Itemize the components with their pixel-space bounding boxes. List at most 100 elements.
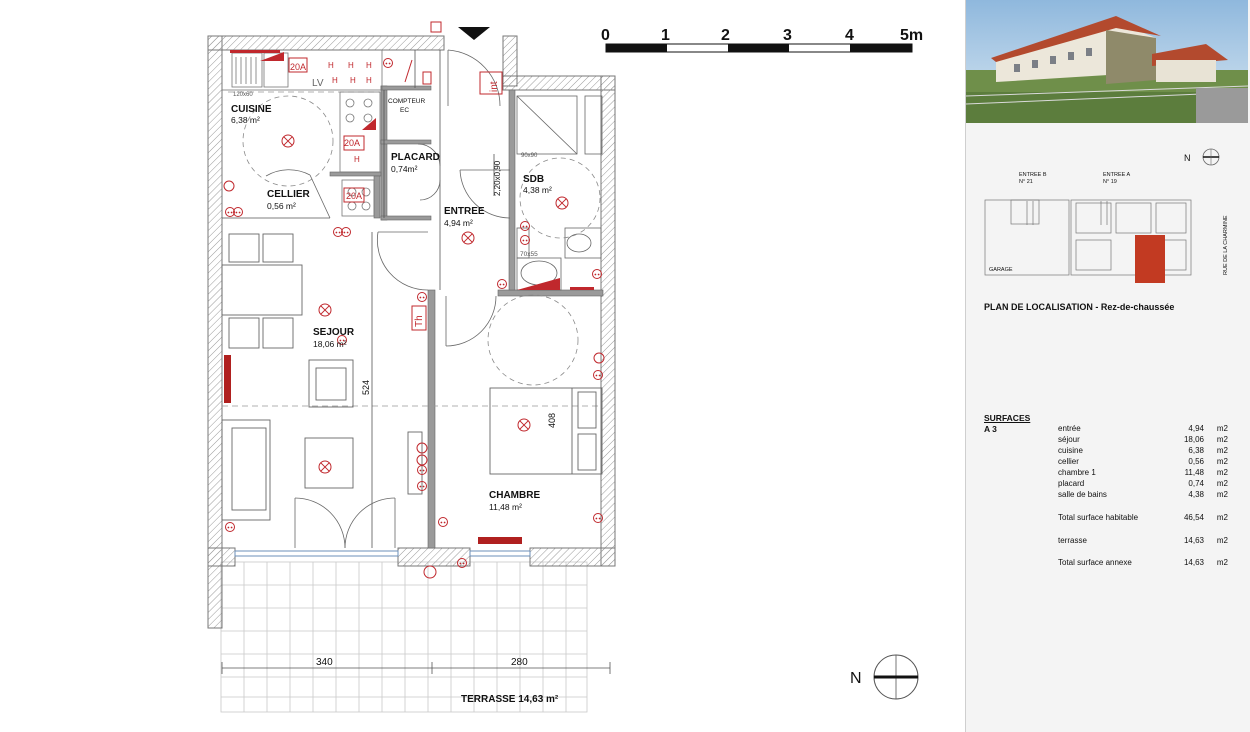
surface-label: cellier: [1058, 457, 1079, 466]
light-cuisine-icon: [281, 134, 295, 148]
label-compteur: COMPTEUR: [388, 98, 426, 105]
scale-label: 2: [721, 27, 730, 44]
surface-value: 4,94: [1188, 424, 1204, 433]
locator-entree-b-num: N° 21: [1019, 179, 1033, 185]
north-compass-icon: N: [850, 654, 919, 700]
breaker-label: 20A: [344, 138, 360, 148]
label-lv: LV: [312, 78, 324, 89]
location-title: PLAN DE LOCALISATION - Rez-de-chaussée: [984, 302, 1175, 312]
label-h: H: [348, 61, 354, 70]
surface-label: terrasse: [1058, 536, 1087, 545]
tv-unit: [407, 431, 423, 495]
locator-plan: N ENTREE B N° 21 ENTREE A N° 19 GARAGE R…: [984, 148, 1229, 283]
dimension-lines: [221, 154, 611, 674]
surface-value: 0,56: [1188, 457, 1204, 466]
bed: [489, 387, 603, 475]
surfaces-title: SURFACES: [984, 413, 1031, 423]
room-area-placard: 0,74m²: [391, 164, 418, 174]
surface-label: placard: [1058, 479, 1085, 488]
room-area-sejour: 18,06 m²: [313, 339, 347, 349]
dim-408: 408: [547, 413, 557, 428]
room-name-sejour: SEJOUR: [313, 327, 355, 338]
surface-unit: m2: [1216, 479, 1228, 488]
sofa: [221, 419, 271, 521]
coffee-table: [304, 437, 354, 489]
label-dim-70x55: 70x55: [520, 251, 538, 258]
building-photo: [966, 0, 1248, 123]
dim-524: 524: [361, 380, 371, 395]
locator-garage: GARAGE: [989, 267, 1013, 273]
label-int: int: [489, 81, 500, 92]
label-h: H: [332, 76, 338, 85]
light-chambre-icon: [517, 418, 531, 432]
south-windows: [234, 550, 531, 557]
scale-label: 0: [601, 27, 610, 44]
surface-label: entrée: [1058, 424, 1081, 433]
surface-unit: m2: [1216, 424, 1228, 433]
scale-label: 3: [783, 27, 792, 44]
label-h: H: [354, 155, 360, 164]
room-name-cuisine: CUISINE: [231, 104, 272, 115]
apartment-id: A 3: [984, 424, 997, 434]
surface-value: 46,54: [1183, 513, 1204, 522]
surface-label: cuisine: [1058, 446, 1083, 455]
armchair: [308, 359, 354, 408]
locator-street: RUE DE LA CHARMINE: [1223, 215, 1229, 275]
room-area-sdb: 4,38 m²: [523, 185, 552, 195]
locator-entree-b: ENTREE B: [1019, 172, 1047, 178]
label-door-height: 2,20x0,90: [493, 160, 502, 196]
surface-unit: m2: [1216, 513, 1228, 522]
locator-entree-a: ENTREE A: [1103, 172, 1131, 178]
surface-value: 6,38: [1188, 446, 1204, 455]
dining-table: [221, 233, 303, 349]
light-sejour-icon: [318, 303, 332, 317]
floor-plan: CUISINE 6,38 m² CELLIER 0,56 m² PLACARD …: [207, 21, 923, 713]
room-name-placard: PLACARD: [391, 152, 440, 163]
placard-door: [417, 143, 441, 201]
chambre-door: [445, 295, 497, 347]
breaker-label: 20A: [346, 191, 362, 201]
label-ec: EC: [400, 107, 409, 114]
surface-unit: m2: [1216, 536, 1228, 545]
surface-value: 4,38: [1188, 490, 1204, 499]
surface-unit: m2: [1216, 468, 1228, 477]
surface-value: 18,06: [1183, 435, 1204, 444]
locator-north-icon: N: [1184, 148, 1220, 166]
breaker-label: 20A: [290, 62, 306, 72]
interior-walls: [329, 85, 604, 549]
outlets: [225, 58, 603, 568]
radiator-sejour: [224, 355, 231, 403]
radiator-chambre: [478, 537, 522, 544]
surface-label: Total surface habitable: [1058, 513, 1139, 522]
kitchen-counter: [221, 49, 383, 217]
sejour-door: [377, 231, 429, 291]
surface-unit: m2: [1216, 558, 1228, 567]
dim-340: 340: [316, 657, 333, 668]
entrance-door: [447, 49, 501, 107]
electrical-symbols: [223, 21, 605, 579]
scale-bar: 0 1 2 3 4 5m: [601, 27, 923, 53]
label-dim-120x60: 120x60: [233, 92, 253, 98]
terrace-paving: [220, 561, 588, 713]
dashed-lines: [222, 91, 601, 407]
room-name-entree: ENTREE: [444, 206, 485, 217]
surface-label: salle de bains: [1058, 490, 1107, 499]
surface-label: chambre 1: [1058, 468, 1096, 477]
label-h: H: [350, 76, 356, 85]
label-h: H: [366, 76, 372, 85]
surface-value: 14,63: [1183, 558, 1204, 567]
label-h: H: [366, 61, 372, 70]
svg-text:N: N: [1184, 153, 1191, 163]
surface-unit: m2: [1216, 435, 1228, 444]
room-name-terrasse: TERRASSE 14,63 m²: [461, 694, 559, 705]
apartment-highlight: [1135, 235, 1165, 283]
dim-280: 280: [511, 657, 528, 668]
terrace-door: [294, 497, 396, 549]
label-th: Th: [414, 315, 425, 327]
cellier-door: [265, 169, 331, 219]
entrance-arrow-icon: [458, 27, 490, 40]
scale-label: 4: [845, 27, 854, 44]
surface-unit: m2: [1216, 490, 1228, 499]
scale-label: 5m: [900, 27, 923, 44]
surface-label: Total surface annexe: [1058, 558, 1132, 567]
